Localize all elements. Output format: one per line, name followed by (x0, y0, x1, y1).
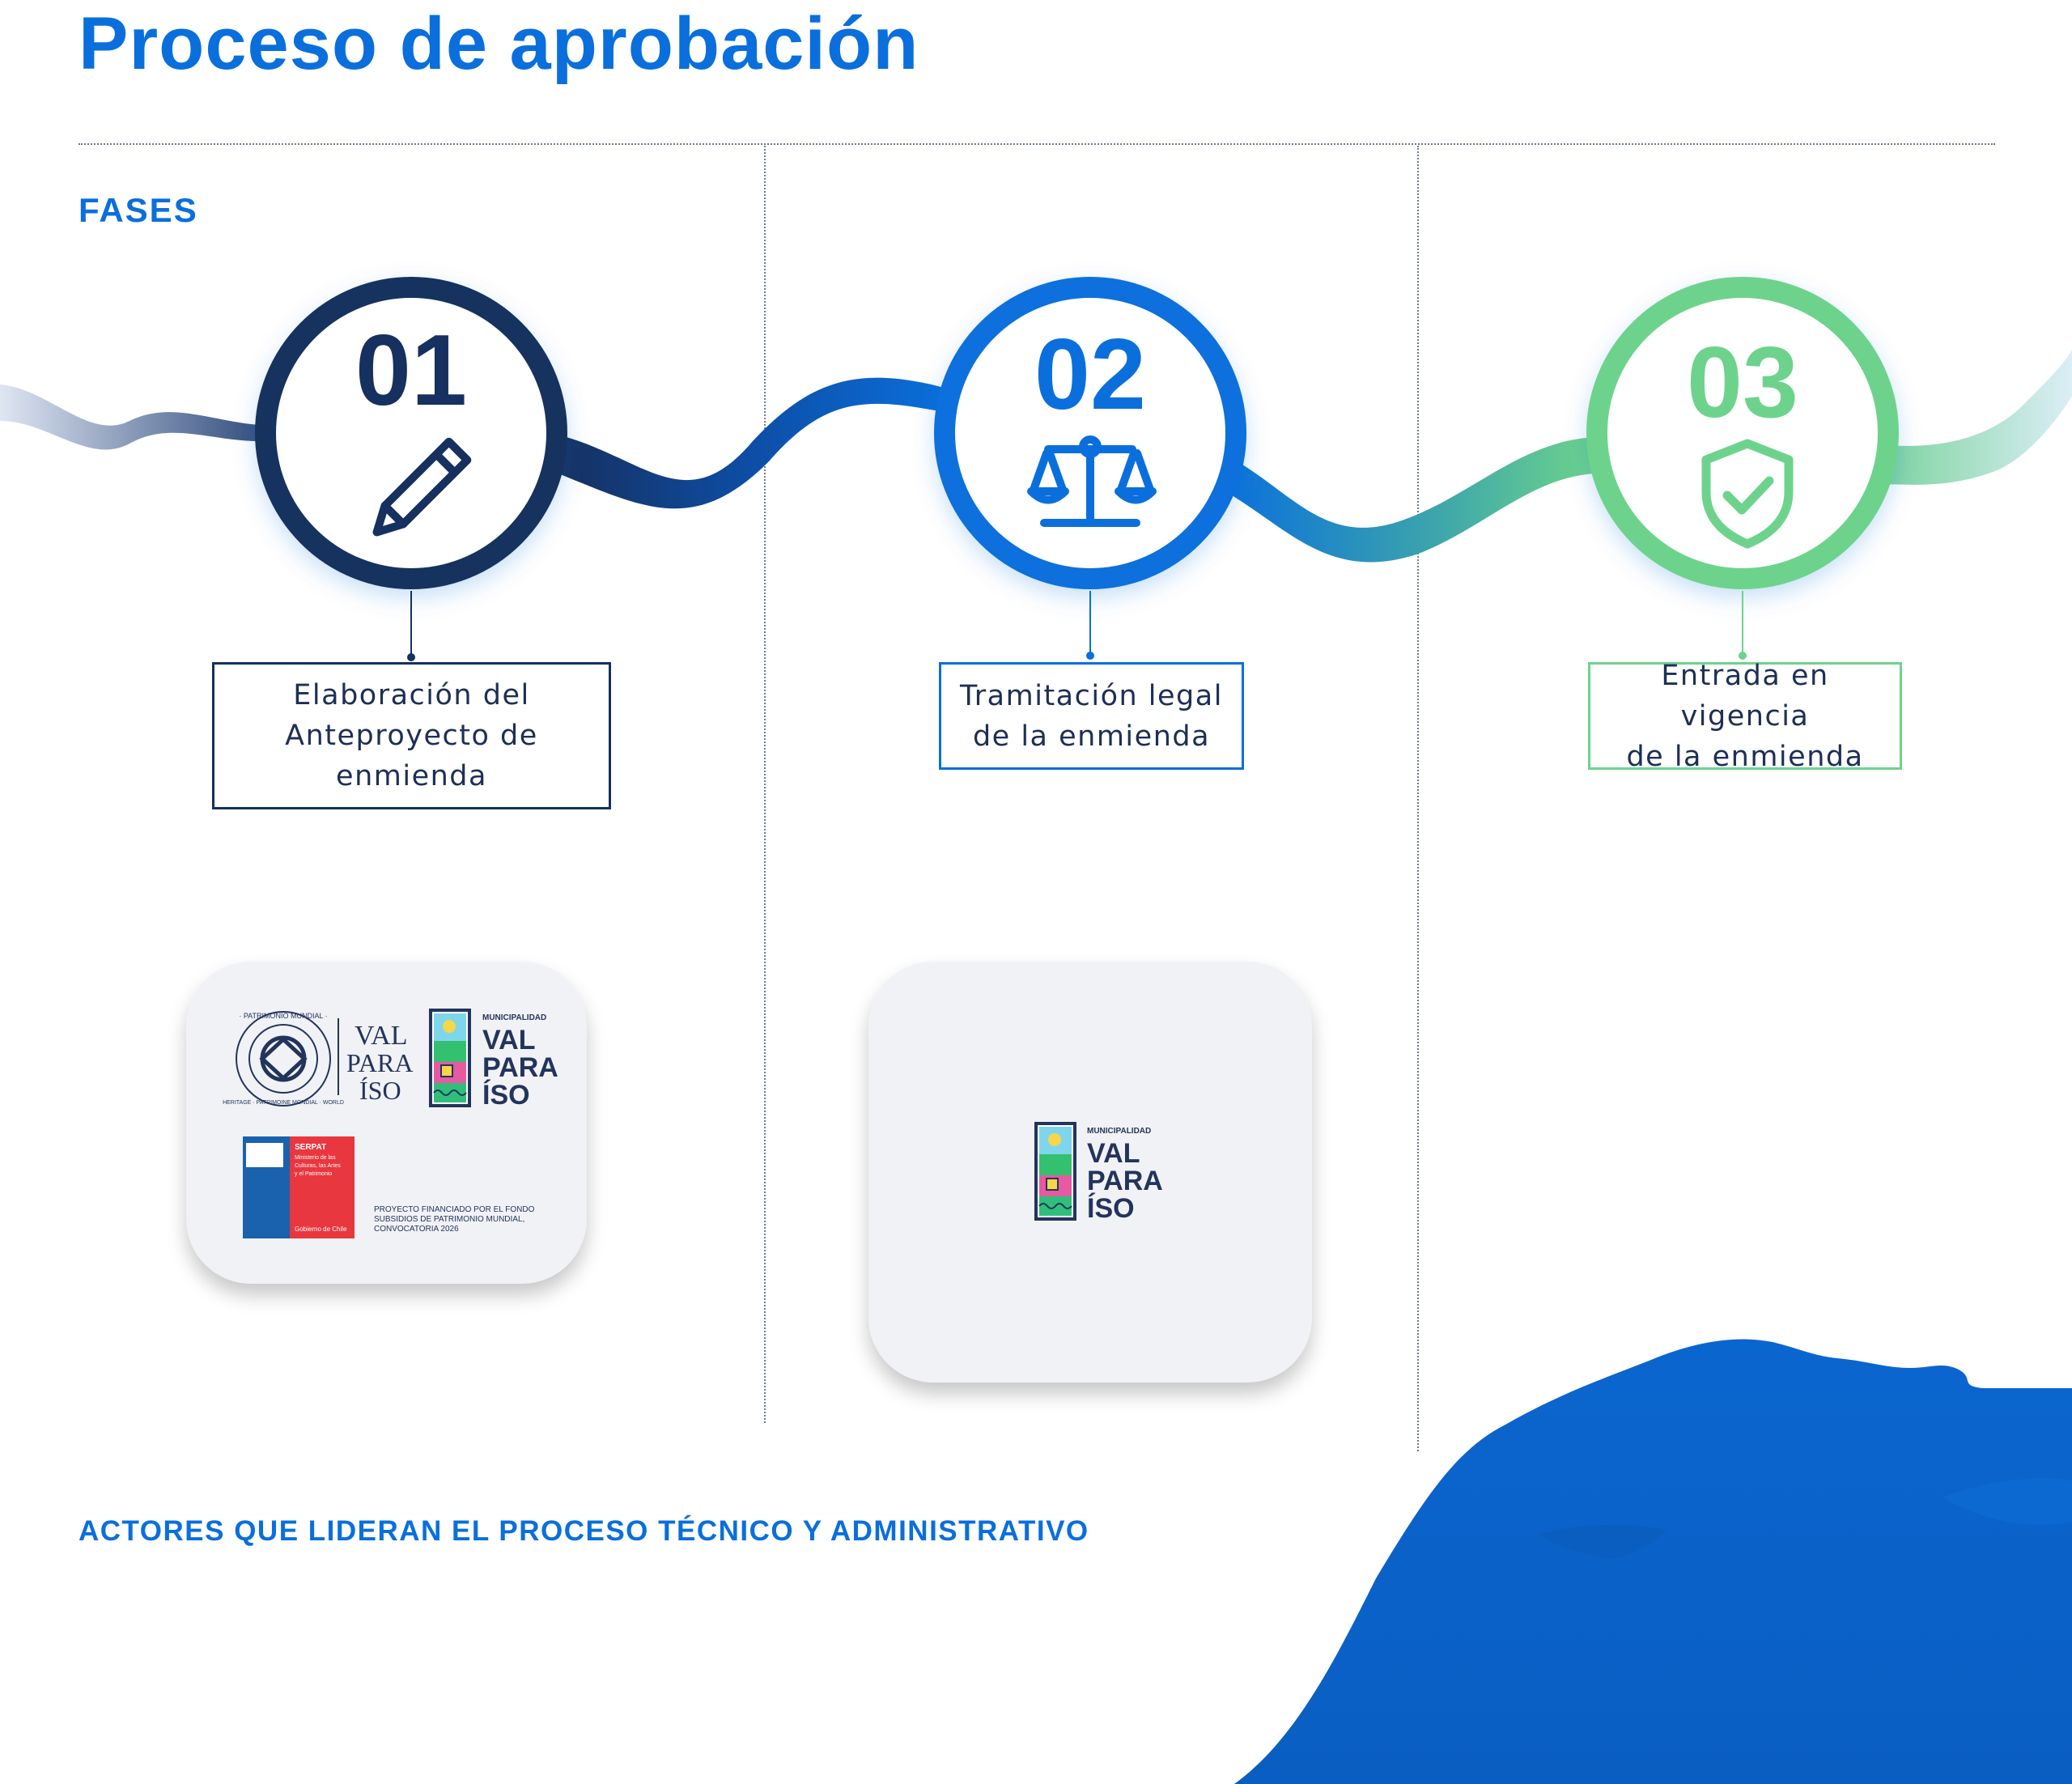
svg-text:MUNICIPALIDAD: MUNICIPALIDAD (1087, 1127, 1151, 1136)
svg-text:y el Patrimonio: y el Patrimonio (295, 1171, 332, 1177)
top-divider (79, 143, 1995, 145)
phase-label-1: Elaboración del Anteproyecto de enmienda (285, 679, 538, 792)
heritage-ring-top: · PATRIMONIO MUNDIAL · (239, 1012, 327, 1020)
svg-text:Ministerio de las: Ministerio de las (295, 1155, 336, 1161)
column-divider-1 (764, 146, 766, 1423)
phase-number-2: 02 (1034, 319, 1146, 431)
logo-card-phase-1: · PATRIMONIO MUNDIAL · HERITAGE · PATRIM… (186, 962, 587, 1284)
svg-text:PROYECTO FINANCIADO POR EL FON: PROYECTO FINANCIADO POR EL FONDO (374, 1205, 535, 1214)
actors-label: ACTORES QUE LIDERAN EL PROCESO TÉCNICO Y… (79, 1515, 1089, 1547)
svg-text:ÍSO: ÍSO (359, 1076, 401, 1105)
svg-text:ÍSO: ÍSO (482, 1080, 530, 1111)
svg-text:VAL: VAL (482, 1025, 535, 1056)
svg-text:CONVOCATORIA 2026: CONVOCATORIA 2026 (374, 1225, 459, 1234)
pencil-icon (372, 437, 472, 537)
svg-text:MUNICIPALIDAD: MUNICIPALIDAD (482, 1013, 546, 1022)
wave-segment-middle-2 (1222, 437, 1594, 563)
phase-label-box-2: Tramitación legal de la enmienda (939, 662, 1244, 770)
phase-number-1: 01 (355, 315, 467, 427)
phase-label-3: Entrada en vigencia de la enmienda (1626, 659, 1864, 773)
svg-text:PARA: PARA (1087, 1166, 1163, 1196)
svg-text:Culturas, las Artes: Culturas, las Artes (295, 1163, 341, 1169)
phase-number-3: 03 (1687, 327, 1798, 439)
logo-group-2: MUNICIPALIDAD VAL PARA ÍSO (1034, 1122, 1163, 1224)
wave-segment-left (0, 384, 259, 450)
svg-text:Gobierno de Chile: Gobierno de Chile (295, 1225, 347, 1233)
wave-segment-middle-1 (558, 377, 947, 509)
serpat-logo: SERPAT Ministerio de las Culturas, las A… (243, 1136, 355, 1238)
project-funding-note: PROYECTO FINANCIADO POR EL FONDO SUBSIDI… (374, 1205, 535, 1234)
svg-text:PARA: PARA (482, 1052, 558, 1083)
wave-segment-right (1886, 350, 2072, 485)
phase-label-2: Tramitación legal de la enmienda (960, 679, 1223, 753)
svg-text:VAL: VAL (1087, 1138, 1140, 1169)
shield-check-icon (1701, 439, 1794, 549)
column-divider-2 (1417, 146, 1419, 1451)
svg-text:VAL: VAL (355, 1021, 408, 1051)
page-title: Proceso de aprobación (79, 2, 919, 85)
logo-group-1: · PATRIMONIO MUNDIAL · HERITAGE · PATRIM… (223, 1009, 558, 1238)
logo-card-phase-2: MUNICIPALIDAD VAL PARA ÍSO (868, 962, 1312, 1383)
phase-circle-3: 03 (1586, 277, 1899, 589)
valparaiso-wordmark: VAL PARA ÍSO (346, 1021, 413, 1105)
municipal-logo: MUNICIPALIDAD VAL PARA ÍSO (429, 1009, 558, 1111)
world-heritage-emblem: · PATRIMONIO MUNDIAL · HERITAGE · PATRIM… (223, 1011, 344, 1107)
svg-text:PARA: PARA (346, 1048, 413, 1077)
phase-circle-2: 02 (934, 277, 1246, 589)
municipal-logo-2: MUNICIPALIDAD VAL PARA ÍSO (1034, 1122, 1163, 1224)
phase-label-box-1: Elaboración del Anteproyecto de enmienda (212, 662, 611, 809)
scales-icon (1027, 435, 1157, 527)
svg-text:SERPAT: SERPAT (295, 1143, 326, 1152)
phase-circle-1: 01 (255, 277, 567, 589)
phase-label-box-3: Entrada en vigencia de la enmienda (1588, 660, 1902, 773)
heritage-ring-bottom: HERITAGE · PATRIMOINE MONDIAL · WORLD (223, 1100, 344, 1106)
mountain-decoration (1234, 1339, 2072, 1784)
svg-text:ÍSO: ÍSO (1087, 1193, 1135, 1224)
phases-label: FASES (79, 191, 198, 229)
svg-text:SUBSIDIOS DE PATRIMONIO MUNDIA: SUBSIDIOS DE PATRIMONIO MUNDIAL, (374, 1215, 524, 1224)
